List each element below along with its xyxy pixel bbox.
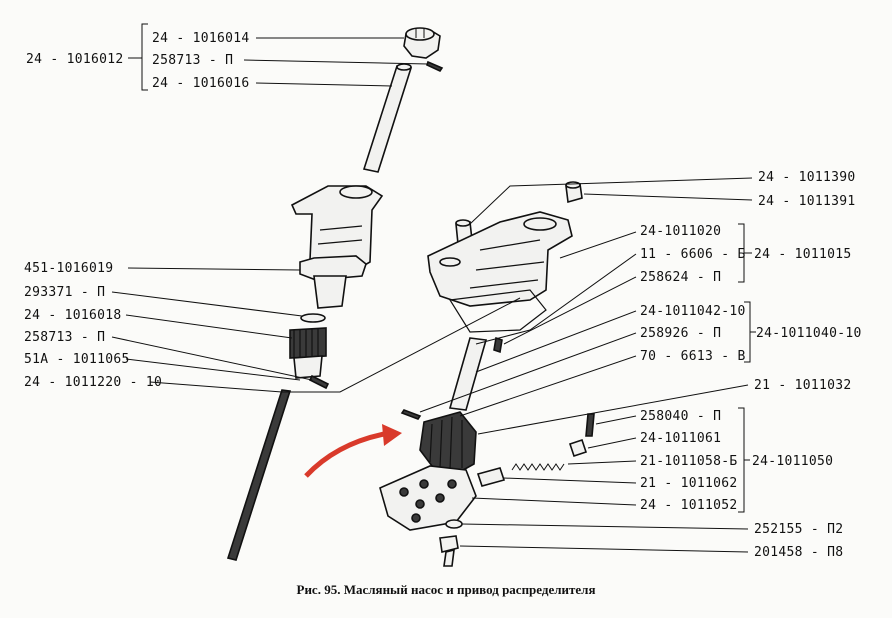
highlight-arrow-icon	[304, 424, 402, 478]
label-252155-p2: 252155 - П2	[754, 522, 843, 537]
label-24-1016018: 24 - 1016018	[24, 308, 122, 323]
label-201458-p8: 201458 - П8	[754, 545, 843, 560]
valve-cap-part	[568, 438, 588, 458]
label-21-1011032: 21 - 1011032	[754, 378, 852, 393]
washer-part	[300, 313, 326, 323]
label-24-1011061: 24-1011061	[640, 431, 721, 446]
figure-caption: Рис. 95. Масляный насос и привод распред…	[297, 582, 596, 597]
label-451-1016019: 451-1016019	[24, 261, 113, 276]
lock-washer-part	[445, 519, 463, 529]
label-258713-p-top: 258713 - П	[152, 53, 233, 68]
label-258713-p-bottom: 258713 - П	[24, 330, 105, 345]
pin-part-gear	[400, 409, 422, 420]
pump-gear-part	[419, 411, 477, 475]
bushing-part-1	[565, 181, 583, 204]
label-24-1011391: 24 - 1011391	[758, 194, 856, 209]
left-callouts: 24 - 1016012 24 - 1016014 258713 - П 24 …	[24, 23, 521, 393]
drive-shaft-part	[362, 63, 413, 173]
drive-housing-part	[290, 185, 384, 309]
label-24-1011040-10: 24-1011040-10	[756, 326, 862, 341]
label-24-1016014: 24 - 1016014	[152, 31, 250, 46]
label-51a-1011065: 51А - 1011065	[24, 352, 130, 367]
label-24-1011052: 24 - 1011052	[640, 498, 738, 513]
label-258040-p: 258040 - П	[640, 409, 721, 424]
drive-gear-part	[289, 327, 327, 379]
label-70-6613-v: 70 - 6613 - В	[640, 349, 746, 364]
cotter-pin-part	[585, 413, 595, 437]
label-24-1011042-10: 24-1011042-10	[640, 304, 746, 319]
label-24-1011050: 24-1011050	[752, 454, 833, 469]
label-21-1011062: 21 - 1011062	[640, 476, 738, 491]
long-shaft-part	[226, 389, 292, 561]
pin-part-top	[426, 60, 444, 73]
driven-shaft-part	[448, 337, 488, 411]
label-24-1016012: 24 - 1016012	[26, 52, 124, 67]
label-258926-p: 258926 - П	[640, 326, 721, 341]
pin-part-left	[308, 374, 330, 390]
label-21-1011058-b: 21-1011058-Б	[640, 454, 738, 469]
bolt-part	[439, 535, 459, 567]
label-24-1011015: 24 - 1011015	[754, 247, 852, 262]
spring-part	[511, 463, 565, 471]
drive-nut-part	[403, 27, 441, 59]
label-24-1011390: 24 - 1011390	[758, 170, 856, 185]
right-callouts: 24 - 1011390 24 - 1011391 24-1011020 11 …	[419, 170, 862, 560]
label-11-6606-b: 11 - 6606 - Б	[640, 247, 746, 262]
pin-part-right	[493, 336, 503, 354]
plunger-part	[476, 467, 506, 487]
pump-cover-part	[379, 465, 477, 531]
label-24-1011020: 24-1011020	[640, 224, 721, 239]
gasket-part	[448, 289, 547, 333]
label-258624-p: 258624 - П	[640, 270, 721, 285]
pump-body-part	[427, 211, 573, 307]
label-293371-p: 293371 - П	[24, 285, 105, 300]
label-24-1011220-10: 24 - 1011220 - 10	[24, 375, 162, 390]
label-24-1016016: 24 - 1016016	[152, 76, 250, 91]
